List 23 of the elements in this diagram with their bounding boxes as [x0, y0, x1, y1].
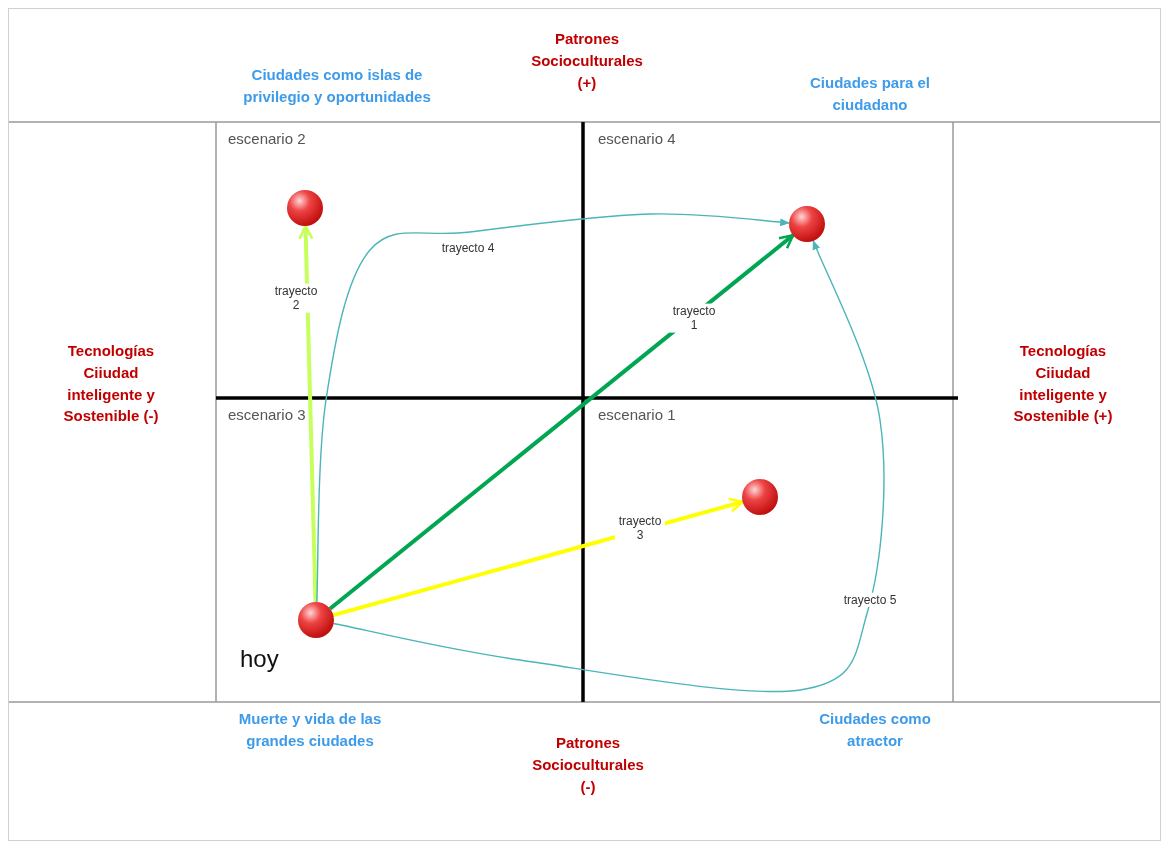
sphere	[789, 206, 825, 242]
arrow	[298, 224, 318, 603]
edge-label: trayecto 3	[615, 513, 665, 543]
scenario-title: Ciudades como atractor	[818, 709, 932, 751]
axis-label: Patrones Socioculturales (+)	[531, 29, 643, 93]
scenario-title: Muerte y vida de las grandes ciudades	[237, 709, 383, 751]
quadrant-label: escenario 2	[228, 130, 306, 147]
sphere	[298, 602, 334, 638]
axis-label: Tecnologías Ciiudad inteligente y Sostenible (-)	[62, 341, 160, 427]
edge-label: trayecto 4	[439, 240, 497, 256]
scenario-title: Ciudades como islas de privilegio y oportunidades	[242, 65, 432, 107]
scenario-title: Ciudades para el ciudadano	[808, 73, 931, 115]
arrow	[332, 239, 885, 693]
edge-label: trayecto 5	[841, 592, 899, 608]
axis-label: Patrones Socioculturales (-)	[532, 733, 644, 797]
sphere	[742, 479, 778, 515]
arrow	[332, 497, 744, 618]
quadrant-label: escenario 1	[598, 406, 676, 423]
quadrant-label: escenario 3	[228, 406, 306, 423]
quadrant-label: escenario 4	[598, 130, 676, 147]
sphere	[287, 190, 323, 226]
axis-label: Tecnologías Ciiudad inteligente y Sostenible (+)	[1012, 341, 1114, 427]
node-caption: hoy	[240, 645, 279, 673]
